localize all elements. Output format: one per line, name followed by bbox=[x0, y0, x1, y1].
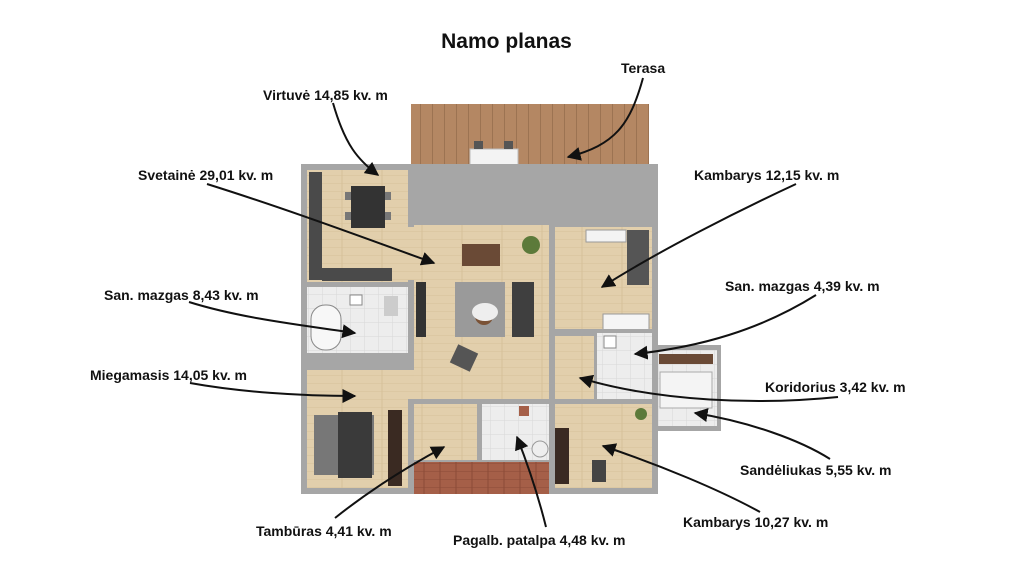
label-tamburas: Tambūras 4,41 kv. m bbox=[256, 523, 392, 539]
arrow-tamburas bbox=[334, 446, 446, 519]
label-sandeliukas: Sandėliukas 5,55 kv. m bbox=[740, 462, 892, 478]
label-san-mazgas-2: San. mazgas 4,39 kv. m bbox=[725, 278, 880, 294]
label-virtuve: Virtuvė 14,85 kv. m bbox=[263, 87, 388, 103]
arrow-kambarys-2 bbox=[601, 443, 761, 513]
arrow-pagalb-patalpa bbox=[515, 435, 547, 528]
vestibule-floor bbox=[414, 404, 477, 460]
arrow-san-mazgas-1 bbox=[188, 301, 357, 339]
label-pagalb-patalpa: Pagalb. patalpa 4,48 kv. m bbox=[453, 532, 626, 548]
arrow-kambarys-1 bbox=[600, 183, 797, 288]
label-kambarys-1: Kambarys 12,15 kv. m bbox=[694, 167, 840, 183]
arrow-koridorius bbox=[578, 374, 839, 402]
label-svetaine: Svetainė 29,01 kv. m bbox=[138, 167, 274, 183]
label-terasa: Terasa bbox=[621, 60, 666, 76]
arrow-virtuve bbox=[332, 102, 380, 176]
page-title: Namo planas bbox=[441, 30, 572, 53]
label-koridorius: Koridorius 3,42 kv. m bbox=[765, 379, 906, 395]
label-san-mazgas-1: San. mazgas 8,43 kv. m bbox=[104, 287, 259, 303]
arrow-terasa bbox=[566, 77, 644, 161]
arrow-miegamasis bbox=[189, 382, 357, 403]
arrow-svetaine bbox=[206, 183, 436, 266]
label-kambarys-2: Kambarys 10,27 kv. m bbox=[683, 514, 829, 530]
arrow-sandeliukas bbox=[693, 408, 831, 460]
entry-brick bbox=[414, 462, 549, 494]
label-miegamasis: Miegamasis 14,05 kv. m bbox=[90, 367, 247, 383]
arrow-san-mazgas-2 bbox=[633, 294, 817, 360]
corridor-floor bbox=[555, 336, 595, 400]
